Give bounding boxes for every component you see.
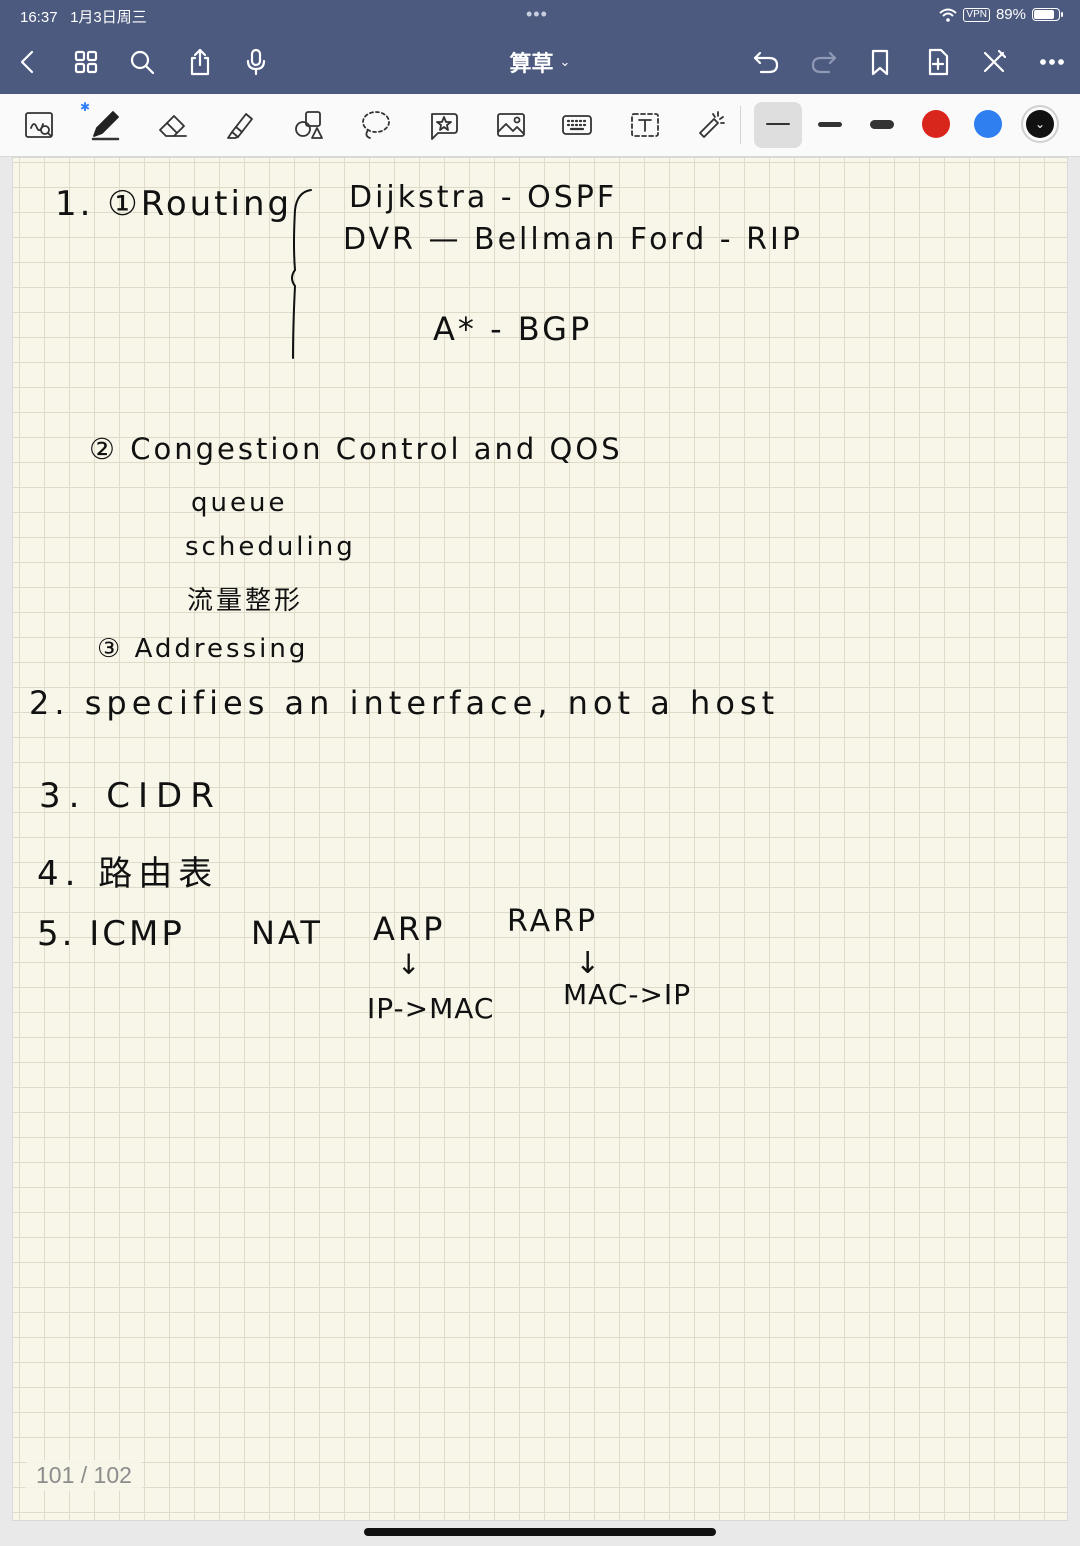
search-icon[interactable] [124,44,160,80]
image-icon[interactable] [490,104,532,146]
color-black-swatch[interactable]: ⌄ [1026,110,1054,138]
note-line: ARP [373,910,446,948]
color-red-swatch[interactable] [922,110,950,138]
stroke-thick-option[interactable] [870,120,894,129]
toolbar-separator [740,106,741,144]
note-line: queue [191,488,288,518]
stroke-thin-selected-bg [754,102,802,148]
note-line: 5. ICMP [37,914,185,954]
more-icon[interactable] [1034,44,1070,80]
status-time-date: 16:37 1月3日周三 [20,6,147,27]
note-line: 流量整形 [187,586,304,616]
highlighter-icon[interactable] [220,104,262,146]
text-icon[interactable] [624,104,666,146]
note-line: DVR — Bellman Ford - RIP [343,222,803,257]
note-line: ③ Addressing [97,634,309,664]
sticker-icon[interactable] [422,104,464,146]
note-line: NAT [251,914,323,952]
keyboard-icon[interactable] [556,104,598,146]
note-line: A* - BGP [433,310,593,348]
notebook-page[interactable]: 1. ①Routing Dijkstra - OSPF DVR — Bellma… [12,157,1068,1521]
bluetooth-icon: ✱ [80,100,91,114]
note-line: 1. ①Routing [55,184,293,224]
home-indicator[interactable] [364,1528,716,1536]
arrow-down-icon: ↓ [397,948,424,981]
brace-icon [291,189,312,359]
zoom-window-icon[interactable] [18,104,60,146]
arrow-down-icon: ↓ [575,946,604,981]
lasso-icon[interactable] [354,104,396,146]
shapes-icon[interactable] [288,104,330,146]
redo-icon[interactable] [806,44,842,80]
note-line: 3. CIDR [39,776,222,816]
grid-icon[interactable] [68,44,104,80]
battery-percent: 89% [995,6,1026,23]
chevron-down-icon: ⌄ [1034,117,1046,131]
bookmark-icon[interactable] [862,44,898,80]
microphone-icon[interactable] [238,44,274,80]
status-time: 16:37 [20,9,58,26]
page-indicator: 101 / 102 [24,1460,144,1491]
chevron-down-icon: ⌄ [559,54,571,69]
back-icon[interactable] [10,44,46,80]
multitask-dots-icon[interactable]: ••• [526,4,548,24]
vpn-badge: VPN [963,7,990,22]
pen-icon[interactable] [84,104,126,146]
note-line: ② Congestion Control and QOS [89,432,623,466]
notebook-title-text: 算草 [509,51,554,76]
battery-icon [1032,8,1063,21]
undo-icon[interactable] [748,44,784,80]
notebook-title[interactable]: 算草 ⌄ [480,46,600,78]
color-blue-swatch[interactable] [974,110,1002,138]
share-icon[interactable] [182,44,218,80]
note-line: MAC->IP [563,978,692,1011]
stroke-thin-option[interactable] [766,123,790,125]
add-page-icon[interactable] [920,44,956,80]
note-line: IP->MAC [367,992,495,1025]
status-date: 1月3日周三 [70,9,147,26]
note-line: Dijkstra - OSPF [349,180,618,215]
status-right: VPN 89% [939,6,1063,23]
note-line: scheduling [185,532,356,562]
close-pen-icon[interactable] [976,44,1012,80]
note-line: RARP [507,904,599,939]
note-line: 4. 路由表 [37,854,219,894]
note-line: 2. specifies an interface, not a host [29,684,780,722]
drawing-toolbar: ✱ ⌄ [0,94,1080,157]
stroke-medium-option[interactable] [818,122,842,127]
wifi-icon [939,8,958,22]
laser-pointer-icon[interactable] [690,104,732,146]
top-bar: 16:37 1月3日周三 ••• VPN 89% 算草 ⌄ [0,0,1080,94]
eraser-icon[interactable] [152,104,194,146]
